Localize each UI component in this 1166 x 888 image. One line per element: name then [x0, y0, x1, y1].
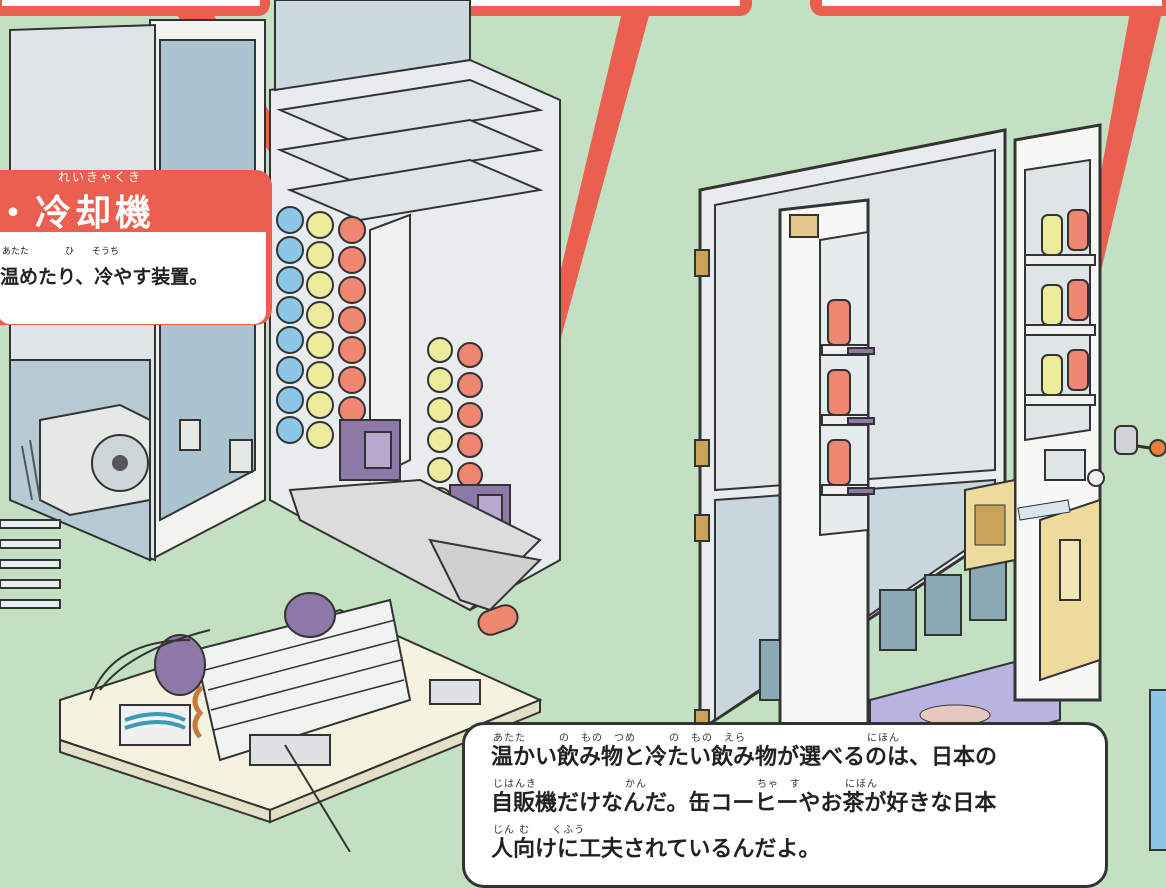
label-title: ・冷却機 — [0, 193, 155, 234]
speech-line-2: 自販機だけなんだ。缶コーヒーやお茶が好きな日本 — [491, 791, 997, 816]
label-description-ruby: あたた ひ そうち — [2, 247, 120, 257]
cooling-unit-label: れいきゃくき ・冷却機 あたた ひ そうち 温めたり、冷やす装置。 — [0, 170, 272, 325]
speech-ruby-3: じん む くふう — [493, 825, 586, 836]
label-description: 温めたり、冷やす装置。 — [0, 266, 209, 288]
speech-ruby-1: あたた の もの つめ の もの えら にほん — [493, 733, 900, 744]
character-partial — [1149, 689, 1166, 851]
right-machine — [694, 123, 1166, 792]
speech-line-1: 温かい飲み物と冷たい飲み物が選べるのは、日本の — [491, 745, 998, 770]
speech-ruby-2: じはんき かん ちゃ す にほん — [493, 779, 878, 790]
label-title-ruby: れいきゃくき — [57, 170, 142, 184]
label-body: あたた ひ そうち 温めたり、冷やす装置。 — [0, 232, 266, 324]
speech-line-3: 人向けに工夫されているんだよ。 — [491, 837, 821, 862]
can-rack — [269, 0, 561, 636]
speech-bubble: あたた の もの つめ の もの えら にほん 温かい飲み物と冷たい飲み物が選べ… — [462, 722, 1108, 888]
vending-machine-illustration — [0, 0, 1166, 852]
compressor-base — [59, 592, 543, 852]
